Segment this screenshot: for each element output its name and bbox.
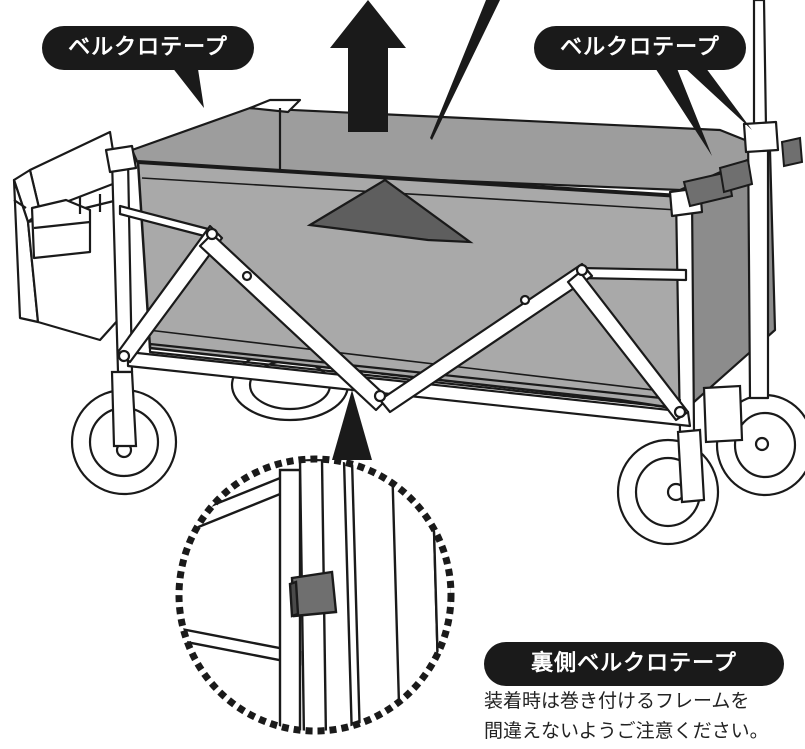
x-frame <box>116 224 690 422</box>
velcro-tape-label-left: ベルクロテープ <box>42 26 254 70</box>
detail-view-circle <box>175 455 455 735</box>
caution-note-line-1: 装着時は巻き付けるフレームを <box>484 690 750 712</box>
back-velcro-tape-label: 裏側ベルクロテープ <box>484 642 784 686</box>
up-arrow-icon <box>330 0 406 132</box>
side-cooler-bag <box>12 130 120 342</box>
velcro-wraps-top <box>682 136 804 208</box>
velcro-tape-label-right: ベルクロテープ <box>534 26 746 70</box>
front-wheel-left <box>70 370 178 496</box>
caution-note-line-2: 間違えないようご注意ください。 <box>484 720 769 742</box>
front-wheel-right <box>616 384 744 546</box>
caution-note: 装着時は巻き付けるフレームを 間違えないようご注意ください。 <box>484 686 802 746</box>
center-flap <box>306 178 474 244</box>
